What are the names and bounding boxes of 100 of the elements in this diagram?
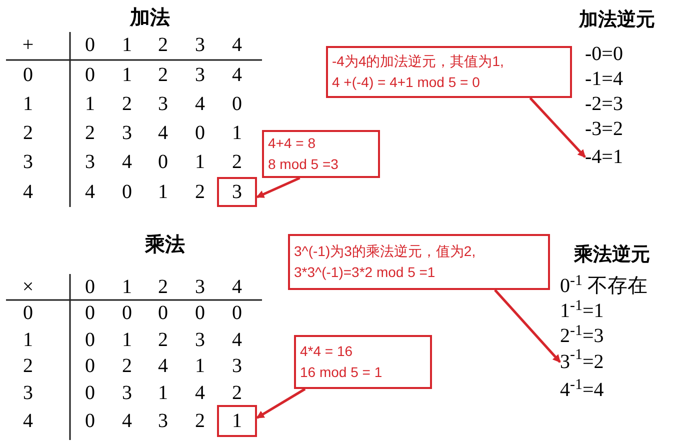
table-cell: 1 [85, 94, 95, 114]
table-cell: 0 [85, 411, 95, 431]
table-cell: 1 [195, 356, 205, 376]
table-cell: 4 [232, 65, 242, 85]
note-text: 4*4 = 16 [300, 342, 354, 361]
inverse-equation: 1$^{-1}$=1 [560, 301, 604, 321]
table-cell: 0 [85, 383, 95, 403]
inverse-equation: -0=0 [585, 44, 623, 64]
inverse-equation: 0$^{-1}$ 不存在 [560, 276, 648, 296]
arrow [256, 388, 306, 419]
note-box [326, 46, 572, 98]
table-cell: 3 [158, 94, 168, 114]
header-cell: 3 [195, 35, 205, 55]
table-cell: 0 [158, 152, 168, 172]
table-cell: 0 [122, 182, 132, 202]
header-cell: 1 [122, 277, 132, 297]
inverse-equation: -3=2 [585, 119, 623, 139]
table-cell: 3 [195, 330, 205, 350]
table-cell: 0 [195, 303, 205, 323]
highlighted-cell: 3 [217, 177, 257, 207]
table-cell: 3 [85, 152, 95, 172]
note-text: 16 mod 5 = 1 [300, 363, 384, 382]
table-cell: 1 [195, 152, 205, 172]
table-cell: 1 [122, 65, 132, 85]
header-cell: 0 [23, 65, 33, 85]
table-cell: 3 [122, 383, 132, 403]
note-box [288, 234, 550, 290]
header-cell: 0 [85, 277, 95, 297]
note-text: 8 mod 5 =3 [268, 155, 340, 174]
table-cell: 3 [158, 411, 168, 431]
header-cell: 2 [23, 123, 33, 143]
table-cell: 0 [158, 303, 168, 323]
operator-symbol: × [22, 277, 34, 297]
table-cell: 2 [122, 356, 132, 376]
header-cell: 2 [158, 277, 168, 297]
table-cell: 4 [195, 94, 205, 114]
table-cell: 0 [232, 94, 242, 114]
header-cell: 4 [23, 411, 33, 431]
table-title: 加法 [130, 8, 170, 28]
table-cell: 2 [85, 123, 95, 143]
note-text: 4+4 = 8 [268, 134, 316, 153]
table-cell: 4 [122, 411, 132, 431]
table-cell: 4 [158, 123, 168, 143]
table-cell: 0 [85, 65, 95, 85]
table-cell: 3 [122, 123, 132, 143]
highlighted-cell: 1 [217, 405, 257, 437]
table-cell: 2 [232, 152, 242, 172]
header-cell: 1 [23, 94, 33, 114]
inverse-equation: -2=3 [585, 94, 623, 114]
inverse-equation: 2$^{-1}$=3 [560, 326, 604, 346]
header-cell: 3 [23, 152, 33, 172]
inverse-equation: 4$^{-1}$=4 [560, 380, 604, 400]
table-cell: 0 [85, 356, 95, 376]
header-cell: 3 [195, 277, 205, 297]
section-title: 乘法逆元 [574, 246, 650, 264]
header-cell: 0 [85, 35, 95, 55]
header-cell: 2 [23, 356, 33, 376]
table-cell: 2 [232, 383, 242, 403]
header-cell: 0 [23, 303, 33, 323]
table-cell: 1 [158, 182, 168, 202]
table-title: 乘法 [145, 235, 185, 255]
table-cell: 4 [232, 330, 242, 350]
table-cell: 4 [85, 182, 95, 202]
note-text: 3*3^(-1)=3*2 mod 5 =1 [294, 263, 436, 282]
table-cell: 1 [232, 123, 242, 143]
arrow [529, 97, 586, 158]
header-cell: 2 [158, 35, 168, 55]
table-cell: 1 [158, 383, 168, 403]
note-box [294, 335, 432, 389]
table-cell: 0 [232, 303, 242, 323]
inverse-equation: 3$^{-1}$=2 [560, 350, 636, 374]
table-cell: 0 [85, 330, 95, 350]
note-text: 3^(-1)为3的乘法逆元，值为2, [294, 242, 477, 261]
inverse-equation: -4=1 [585, 145, 649, 169]
header-cell: 4 [232, 277, 242, 297]
header-cell: 4 [23, 182, 33, 202]
table-cell: 4 [195, 383, 205, 403]
note-text: 4 +(-4) = 4+1 mod 5 = 0 [332, 73, 481, 92]
table-cell: 0 [122, 303, 132, 323]
header-cell: 1 [23, 330, 33, 350]
table-cell: 2 [195, 182, 205, 202]
table-cell: 1 [122, 330, 132, 350]
table-cell: 2 [195, 411, 205, 431]
note-box [262, 130, 380, 178]
table-cell: 0 [85, 303, 95, 323]
arrow [256, 176, 300, 198]
table-cell: 2 [122, 94, 132, 114]
table-cell: 0 [195, 123, 205, 143]
header-cell: 1 [122, 35, 132, 55]
header-cell: 3 [23, 383, 33, 403]
table-cell: 2 [158, 330, 168, 350]
note-text: -4为4的加法逆元，其值为1, [332, 52, 505, 71]
table-cell: 4 [158, 356, 168, 376]
table-cell: 3 [195, 65, 205, 85]
header-cell: 4 [232, 35, 242, 55]
section-title: 加法逆元 [579, 10, 655, 30]
table-cell: 3 [232, 356, 242, 376]
inverse-equation: -1=4 [585, 69, 623, 89]
table-cell: 4 [122, 152, 132, 172]
table-cell: 2 [158, 65, 168, 85]
